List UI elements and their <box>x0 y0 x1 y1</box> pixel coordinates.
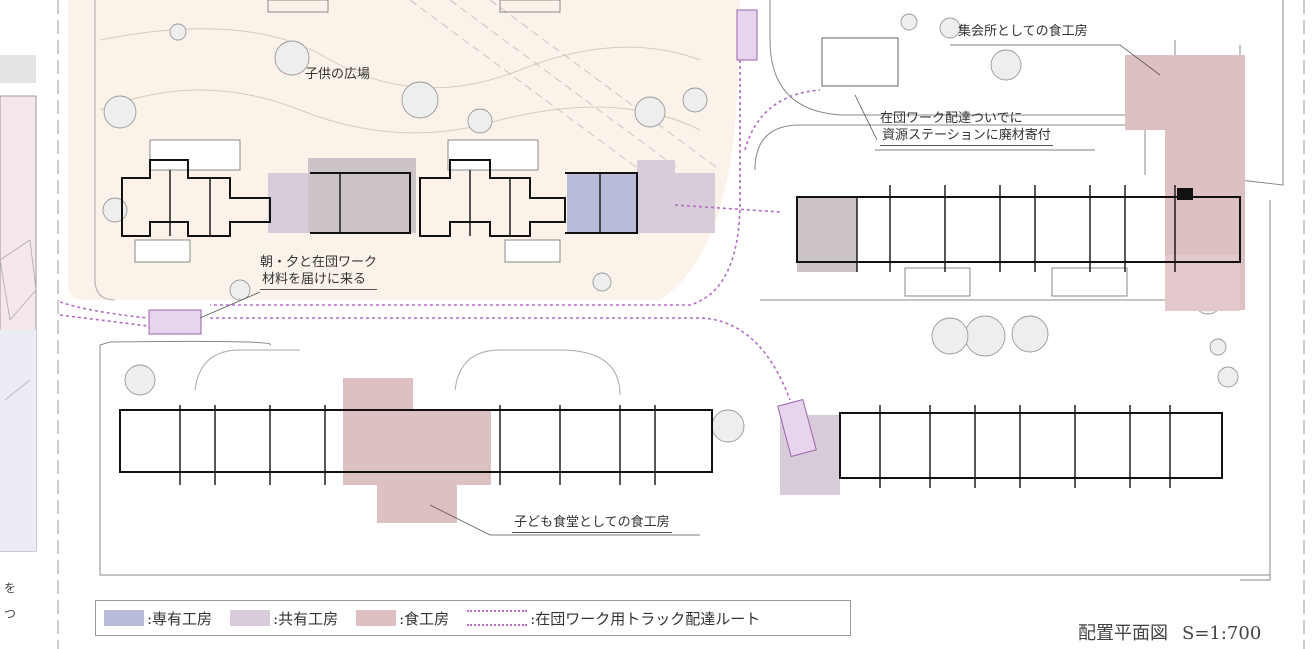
legend-swatch-food <box>356 610 397 626</box>
legend-swatch-private <box>104 610 144 626</box>
building-block-upper-right <box>796 55 1245 311</box>
left-panel-line2: つ <box>4 607 17 621</box>
legend-swatch-shared <box>230 610 271 626</box>
plan-title: 配置平面図 <box>1078 623 1168 644</box>
delivery-note-line2: 資源ステーションに廃材寄付 <box>880 127 1053 146</box>
legend-label-private: :専有工房 <box>147 609 213 628</box>
plaza-label: 子供の広場 <box>305 67 371 82</box>
left-panel-text: を つ <box>4 575 16 627</box>
building-block-lower-left <box>119 349 713 523</box>
legend-swatch-route <box>467 610 528 626</box>
scale-label: 配置平面図 S=1:700 <box>1078 619 1275 645</box>
legend-item-private: :専有工房 <box>104 608 212 629</box>
left-panel-line1: を <box>4 581 17 595</box>
morning-note: 朝・夕と在団ワーク 材料を届けに来る <box>260 254 378 290</box>
legend-item-shared: :共有工房 <box>230 608 338 629</box>
kids-dining-text: 子ども食堂としての食工房 <box>512 514 672 533</box>
delivery-note-line1: 在団ワーク配達ついでに <box>880 111 1023 126</box>
building-block-lower-right <box>777 398 1223 495</box>
scale-ratio: S=1:700 <box>1182 623 1262 644</box>
delivery-truck-top <box>736 9 758 61</box>
legend-label-route: :在団ワーク用トラック配達ルート <box>530 609 761 628</box>
left-panel <box>0 55 37 552</box>
kids-dining-label: 子ども食堂としての食工房 <box>512 514 672 533</box>
morning-note-line1: 朝・夕と在団ワーク <box>260 255 378 270</box>
legend-item-food: :食工房 <box>356 608 449 629</box>
building-block-upper-left <box>121 139 715 263</box>
morning-note-line2: 材料を届けに来る <box>260 271 378 290</box>
legend-item-route: :在団ワーク用トラック配達ルート <box>467 608 760 629</box>
truck-route <box>59 60 821 401</box>
legend-label-shared: :共有工房 <box>273 609 339 628</box>
legend-label-food: :食工房 <box>399 609 450 628</box>
assembly-workshop-text: 集会所としての食工房 <box>958 24 1088 39</box>
delivery-note: 在団ワーク配達ついでに 資源ステーションに廃材寄付 <box>880 110 1053 146</box>
delivery-truck-left <box>148 309 202 335</box>
assembly-workshop-label: 集会所としての食工房 <box>958 23 1088 40</box>
legend: :専有工房 :共有工房 :食工房 :在団ワーク用トラック配達ルート <box>95 600 851 636</box>
